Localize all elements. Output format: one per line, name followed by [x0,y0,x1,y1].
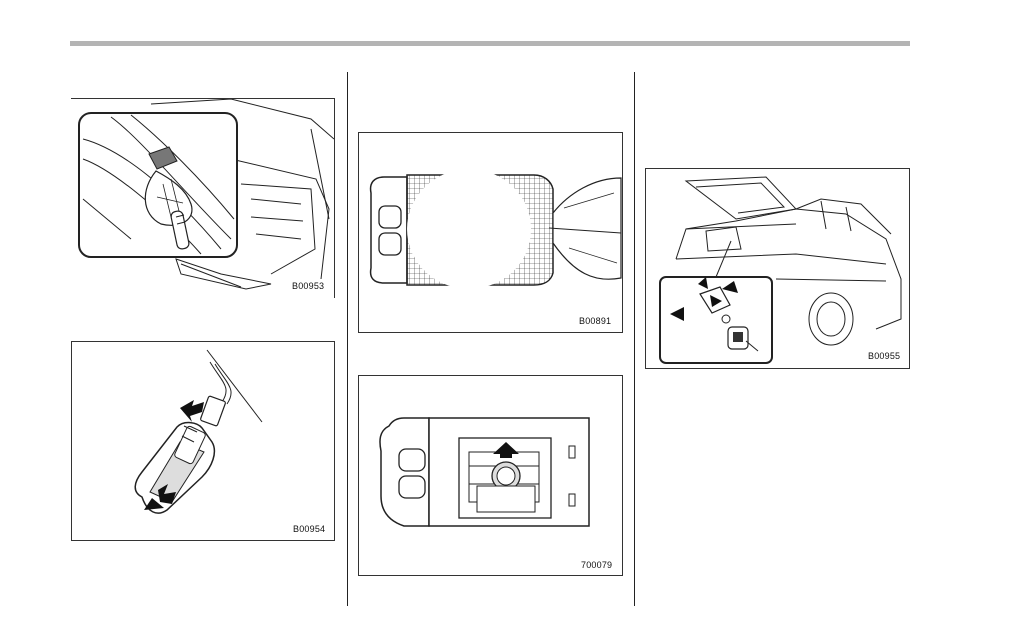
lens-removal-illustration [359,133,622,332]
column-divider-right [634,72,635,606]
figure-code: B00953 [292,281,324,291]
figure-bulb-connector: B00954 [71,341,335,541]
figure-code: 700079 [581,560,612,570]
bulb-replacement-illustration [359,376,622,575]
figure-bulb-replacement: 700079 [358,375,623,576]
figure-code: B00955 [868,351,900,361]
cover-removal-illustration [71,99,334,298]
column-divider-left [347,72,348,606]
figure-lens-removal: B00891 [358,132,623,333]
header-rule [70,41,910,46]
figure-cover-removal: B00953 [71,98,335,298]
bulb-connector-illustration [72,342,334,540]
figure-code: B00954 [293,524,325,534]
figure-code: B00891 [579,316,611,326]
figure-cargo-light: B00955 [645,168,910,369]
cargo-light-illustration [646,169,909,368]
